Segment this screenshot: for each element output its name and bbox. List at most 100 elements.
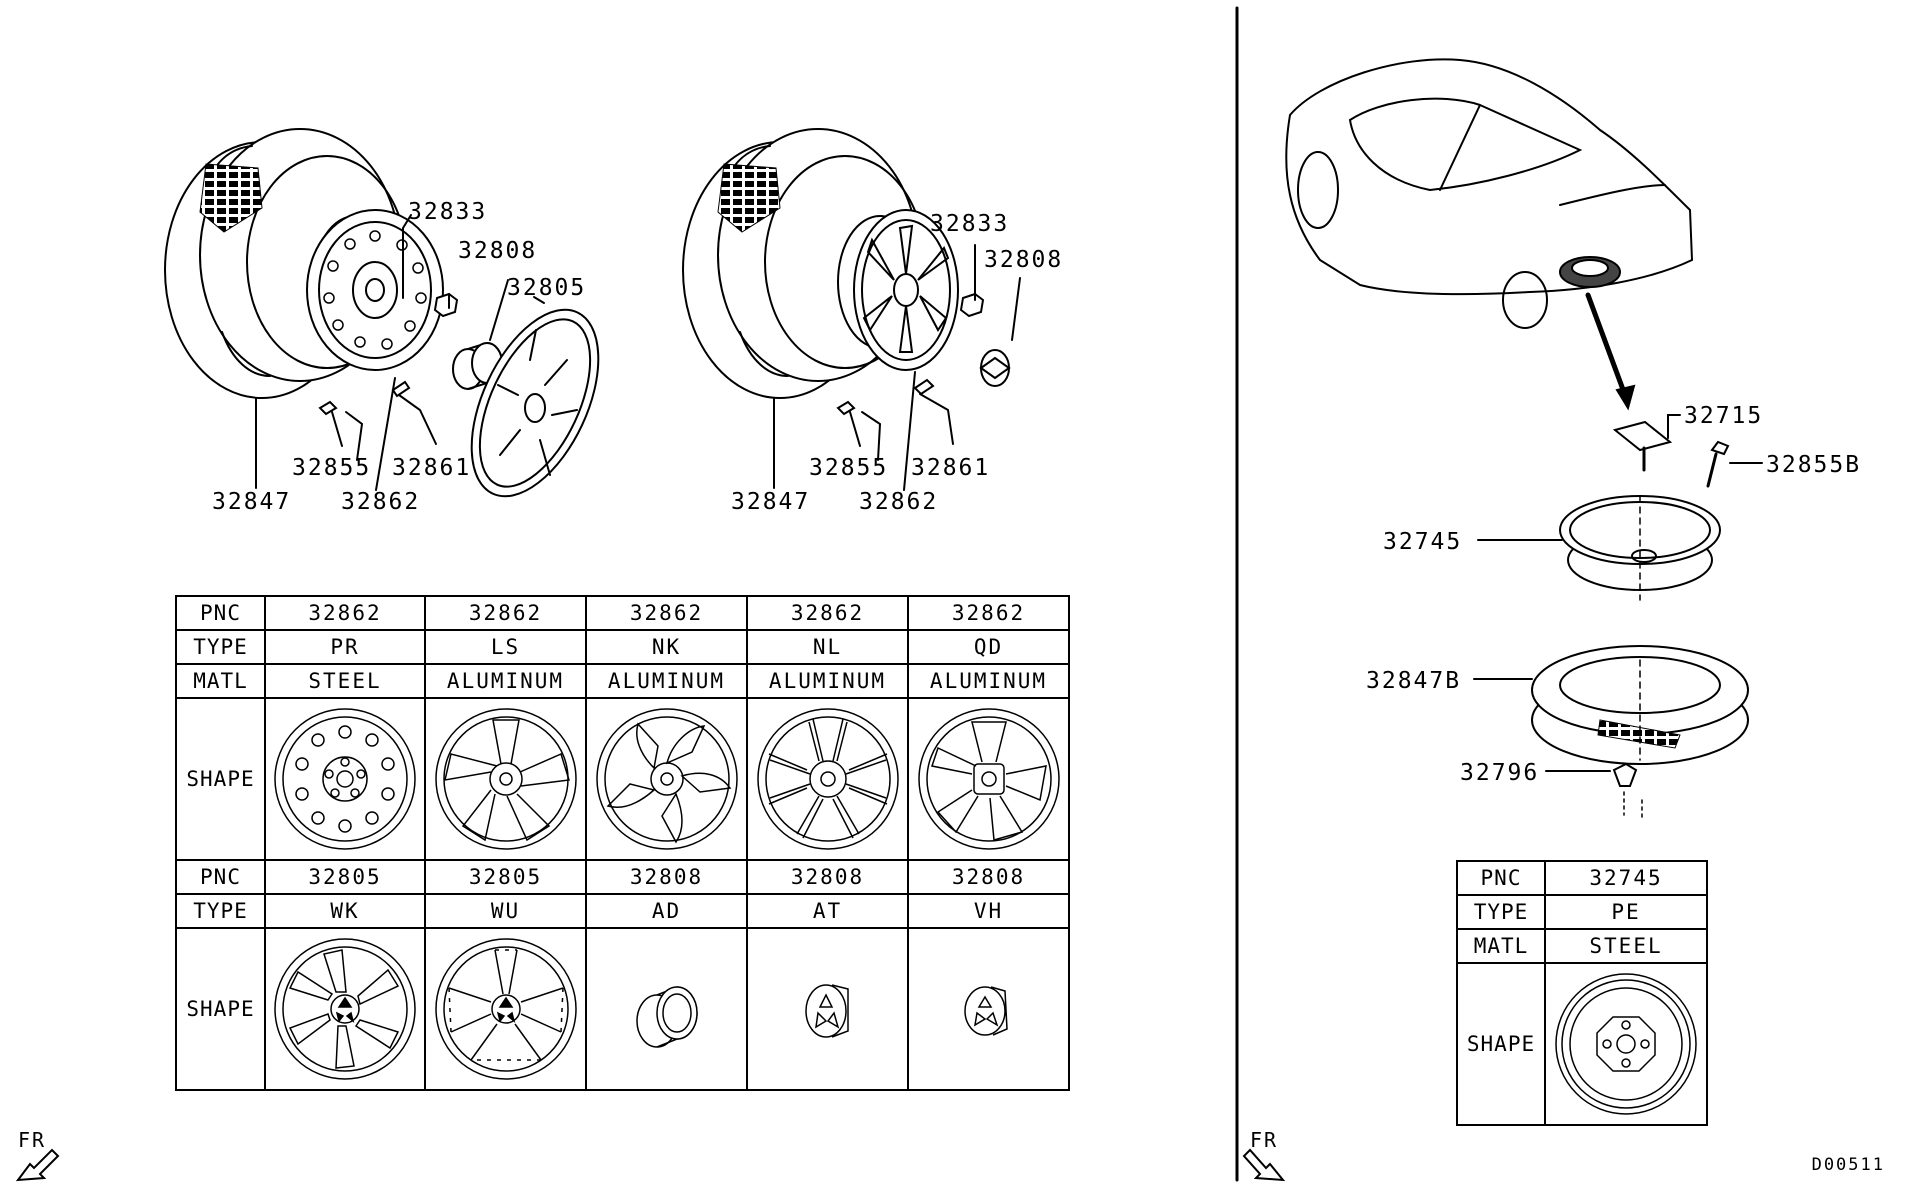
callout-32715: 32715	[1684, 403, 1763, 429]
pnc-cell: 32808	[585, 859, 748, 895]
type-cell: WK	[264, 893, 426, 929]
callout-32855-center: 32855	[809, 455, 888, 481]
row-header-shape: SHAPE	[175, 697, 266, 861]
alloy-wheel-nk-image	[595, 708, 738, 850]
type-cell: NL	[746, 629, 909, 665]
bracket-32715	[1612, 420, 1673, 472]
cap-ad-image	[635, 986, 698, 1048]
shape-wheel-cover-wk	[264, 927, 426, 1091]
type-cell: LS	[424, 629, 587, 665]
diagram-code: D00511	[1811, 1155, 1885, 1175]
type-cell: PR	[264, 629, 426, 665]
valve-32796	[1612, 762, 1643, 821]
wheel-parts-table: PNC 32862 32862 32862 32862 32862 TYPE P…	[175, 595, 1070, 1091]
shape-alloy-wheel-qd	[907, 697, 1070, 861]
callout-32855B: 32855B	[1766, 452, 1861, 478]
left-wheel-assembly	[164, 128, 600, 498]
spare-wheel-32745	[1559, 495, 1721, 601]
wheel-cover-wk-image	[274, 938, 416, 1080]
matl-cell: STEEL	[264, 663, 426, 699]
spare-wheel-table: PNC 32745 TYPE PE MATL STEEL SHAPE	[1456, 860, 1708, 1126]
wheel-cover-wu-image	[434, 938, 577, 1080]
spare-pnc-cell: 32745	[1544, 860, 1708, 896]
center-wheel-assembly	[682, 128, 1021, 491]
callout-32855: 32855	[292, 455, 371, 481]
callout-32808-center: 32808	[984, 247, 1063, 273]
type-cell: QD	[907, 629, 1070, 665]
spare-wheel-assembly	[1473, 414, 1763, 821]
shape-emblem-vh	[907, 927, 1070, 1091]
row-header-matl: MATL	[175, 663, 266, 699]
spare-matl-cell: STEEL	[1544, 928, 1708, 964]
alloy-wheel-nl-image	[756, 708, 899, 850]
spare-row-header-shape: SHAPE	[1456, 962, 1546, 1126]
alloy-wheel-qd-image	[917, 708, 1060, 850]
pnc-cell: 32862	[907, 595, 1070, 631]
emblem-vh-image	[963, 986, 1008, 1036]
spare-wheel-pe-image	[1555, 973, 1697, 1115]
shape-steel-wheel-pr	[264, 697, 426, 861]
pnc-cell: 32862	[424, 595, 587, 631]
pnc-cell: 32862	[585, 595, 748, 631]
shape-alloy-wheel-nk	[585, 697, 748, 861]
matl-cell: ALUMINUM	[746, 663, 909, 699]
type-cell: WU	[424, 893, 587, 929]
callout-32805: 32805	[507, 275, 586, 301]
callout-32745: 32745	[1383, 529, 1462, 555]
callout-32808: 32808	[458, 238, 537, 264]
nut-32833-center	[959, 292, 985, 318]
fr-arrows	[15, 1148, 1286, 1182]
row-header-pnc-2: PNC	[175, 859, 266, 895]
callout-32862-center: 32862	[859, 489, 938, 515]
callout-32796: 32796	[1460, 760, 1539, 786]
bolt-32855B	[1706, 440, 1730, 488]
type-cell: AT	[746, 893, 909, 929]
steel-wheel-32862	[306, 209, 444, 371]
matl-cell: ALUMINUM	[424, 663, 587, 699]
spare-row-header-pnc: PNC	[1456, 860, 1546, 896]
row-header-type: TYPE	[175, 629, 266, 665]
fr-arrow-left	[15, 1148, 60, 1182]
callout-32833-center: 32833	[930, 211, 1009, 237]
pnc-cell: 32808	[746, 859, 909, 895]
alloy-wheel-ls-image	[434, 708, 577, 850]
row-header-shape-2: SHAPE	[175, 927, 266, 1091]
pnc-cell: 32805	[424, 859, 587, 895]
valve-32861-center	[913, 378, 935, 396]
callout-32861: 32861	[392, 455, 471, 481]
bolt-32855	[318, 400, 343, 447]
matl-cell: ALUMINUM	[907, 663, 1070, 699]
nut-32833	[433, 292, 459, 318]
shape-alloy-wheel-nl	[746, 697, 909, 861]
emblem-32808	[979, 349, 1011, 387]
callout-32847: 32847	[212, 489, 291, 515]
pnc-cell: 32808	[907, 859, 1070, 895]
fr-label-right: FR	[1250, 1128, 1279, 1152]
vehicle-outline	[1285, 58, 1694, 411]
row-header-type-2: TYPE	[175, 893, 266, 929]
callout-32862: 32862	[341, 489, 420, 515]
shape-emblem-at	[746, 927, 909, 1091]
pnc-cell: 32862	[746, 595, 909, 631]
bolt-32855-center	[836, 400, 861, 447]
callout-32833: 32833	[408, 199, 487, 225]
matl-cell: ALUMINUM	[585, 663, 748, 699]
pnc-cell: 32805	[264, 859, 426, 895]
steel-wheel-pr-image	[274, 708, 416, 850]
shape-alloy-wheel-ls	[424, 697, 587, 861]
spare-row-header-type: TYPE	[1456, 894, 1546, 930]
spare-tire-32847B	[1531, 645, 1749, 765]
type-cell: NK	[585, 629, 748, 665]
row-header-pnc: PNC	[175, 595, 266, 631]
fr-arrow-right	[1242, 1148, 1286, 1182]
emblem-at-image	[804, 984, 849, 1038]
type-cell: VH	[907, 893, 1070, 929]
valve-32861	[391, 380, 411, 398]
pnc-cell: 32862	[264, 595, 426, 631]
shape-wheel-cover-wu	[424, 927, 587, 1091]
spare-type-cell: PE	[1544, 894, 1708, 930]
wheel-cover-32805	[470, 308, 600, 498]
type-cell: AD	[585, 893, 748, 929]
spare-row-header-matl: MATL	[1456, 928, 1546, 964]
